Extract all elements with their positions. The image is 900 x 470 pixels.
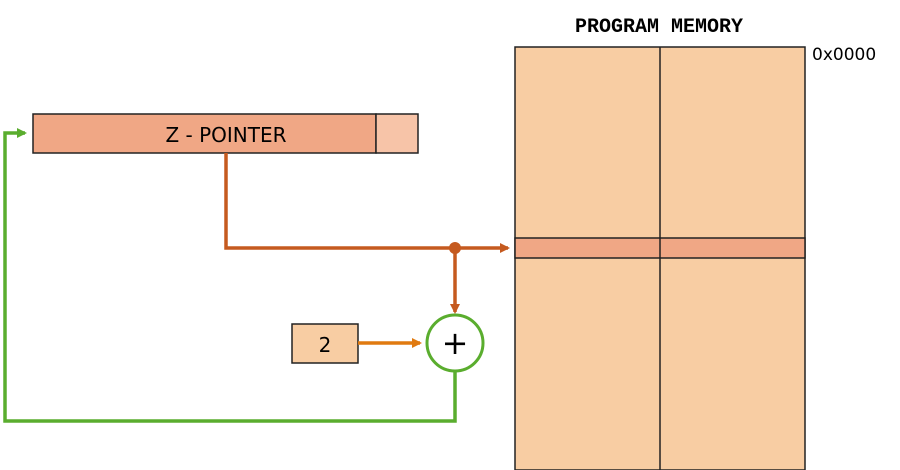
adder: + bbox=[425, 313, 485, 373]
memory-start-address: 0x0000 bbox=[812, 45, 876, 65]
z-pointer-body bbox=[32, 113, 377, 154]
constant-value: 2 bbox=[319, 333, 332, 357]
plus-icon: + bbox=[442, 324, 469, 362]
z-pointer-label: Z - POINTER bbox=[165, 123, 286, 147]
increment-constant-box: 2 bbox=[291, 323, 359, 364]
program-memory-title: PROGRAM MEMORY bbox=[575, 16, 743, 39]
constant-box bbox=[291, 323, 359, 364]
z-pointer-register: Z - POINTER bbox=[32, 113, 419, 154]
program-memory-block bbox=[514, 46, 806, 470]
feedback-arrow bbox=[3, 128, 457, 423]
pointer-to-memory-arrow bbox=[224, 153, 510, 253]
z-pointer-lsb bbox=[375, 113, 419, 154]
